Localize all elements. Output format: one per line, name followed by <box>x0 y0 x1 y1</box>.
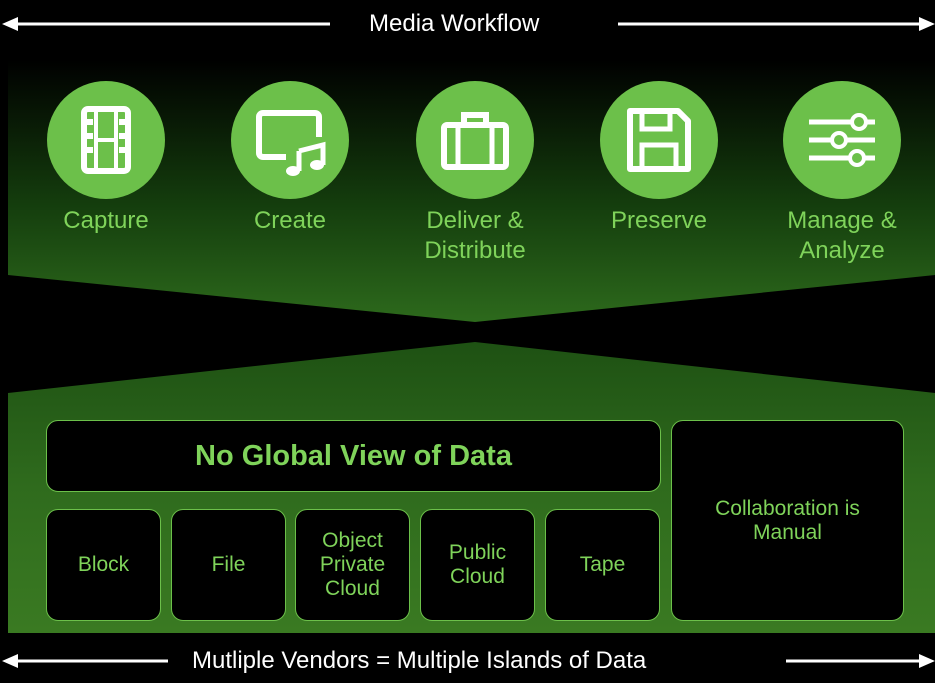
stage-preserve <box>600 81 718 199</box>
diagram-title: Media Workflow <box>369 10 540 37</box>
stage-label-capture: Capture <box>63 207 149 234</box>
storage-box-file: File <box>171 509 286 621</box>
briefcase-icon <box>441 112 509 170</box>
stage-label-deliver: Deliver &Distribute <box>424 207 526 264</box>
film-icon <box>81 106 131 174</box>
top-left-arrowhead <box>2 17 18 31</box>
storage-box-tape: Tape <box>545 509 660 621</box>
stage-label-manage: Manage &Analyze <box>787 207 897 264</box>
screen-music-icon <box>256 110 326 176</box>
footer-caption: Mutliple Vendors = Multiple Islands of D… <box>192 647 647 674</box>
stage-create <box>231 81 349 199</box>
bottom-left-arrowhead <box>2 654 18 668</box>
stage-capture <box>47 81 165 199</box>
global-view-box: No Global View of Data <box>46 420 661 492</box>
stage-label-preserve: Preserve <box>610 207 708 234</box>
sliders-icon <box>809 113 875 167</box>
storage-box-block: Block <box>46 509 161 621</box>
stage-label-create: Create <box>253 207 327 234</box>
bottom-right-arrowhead <box>919 654 935 668</box>
stage-deliver <box>416 81 534 199</box>
stage-manage <box>783 81 901 199</box>
floppy-disk-icon <box>627 108 691 172</box>
top-right-arrowhead <box>919 17 935 31</box>
